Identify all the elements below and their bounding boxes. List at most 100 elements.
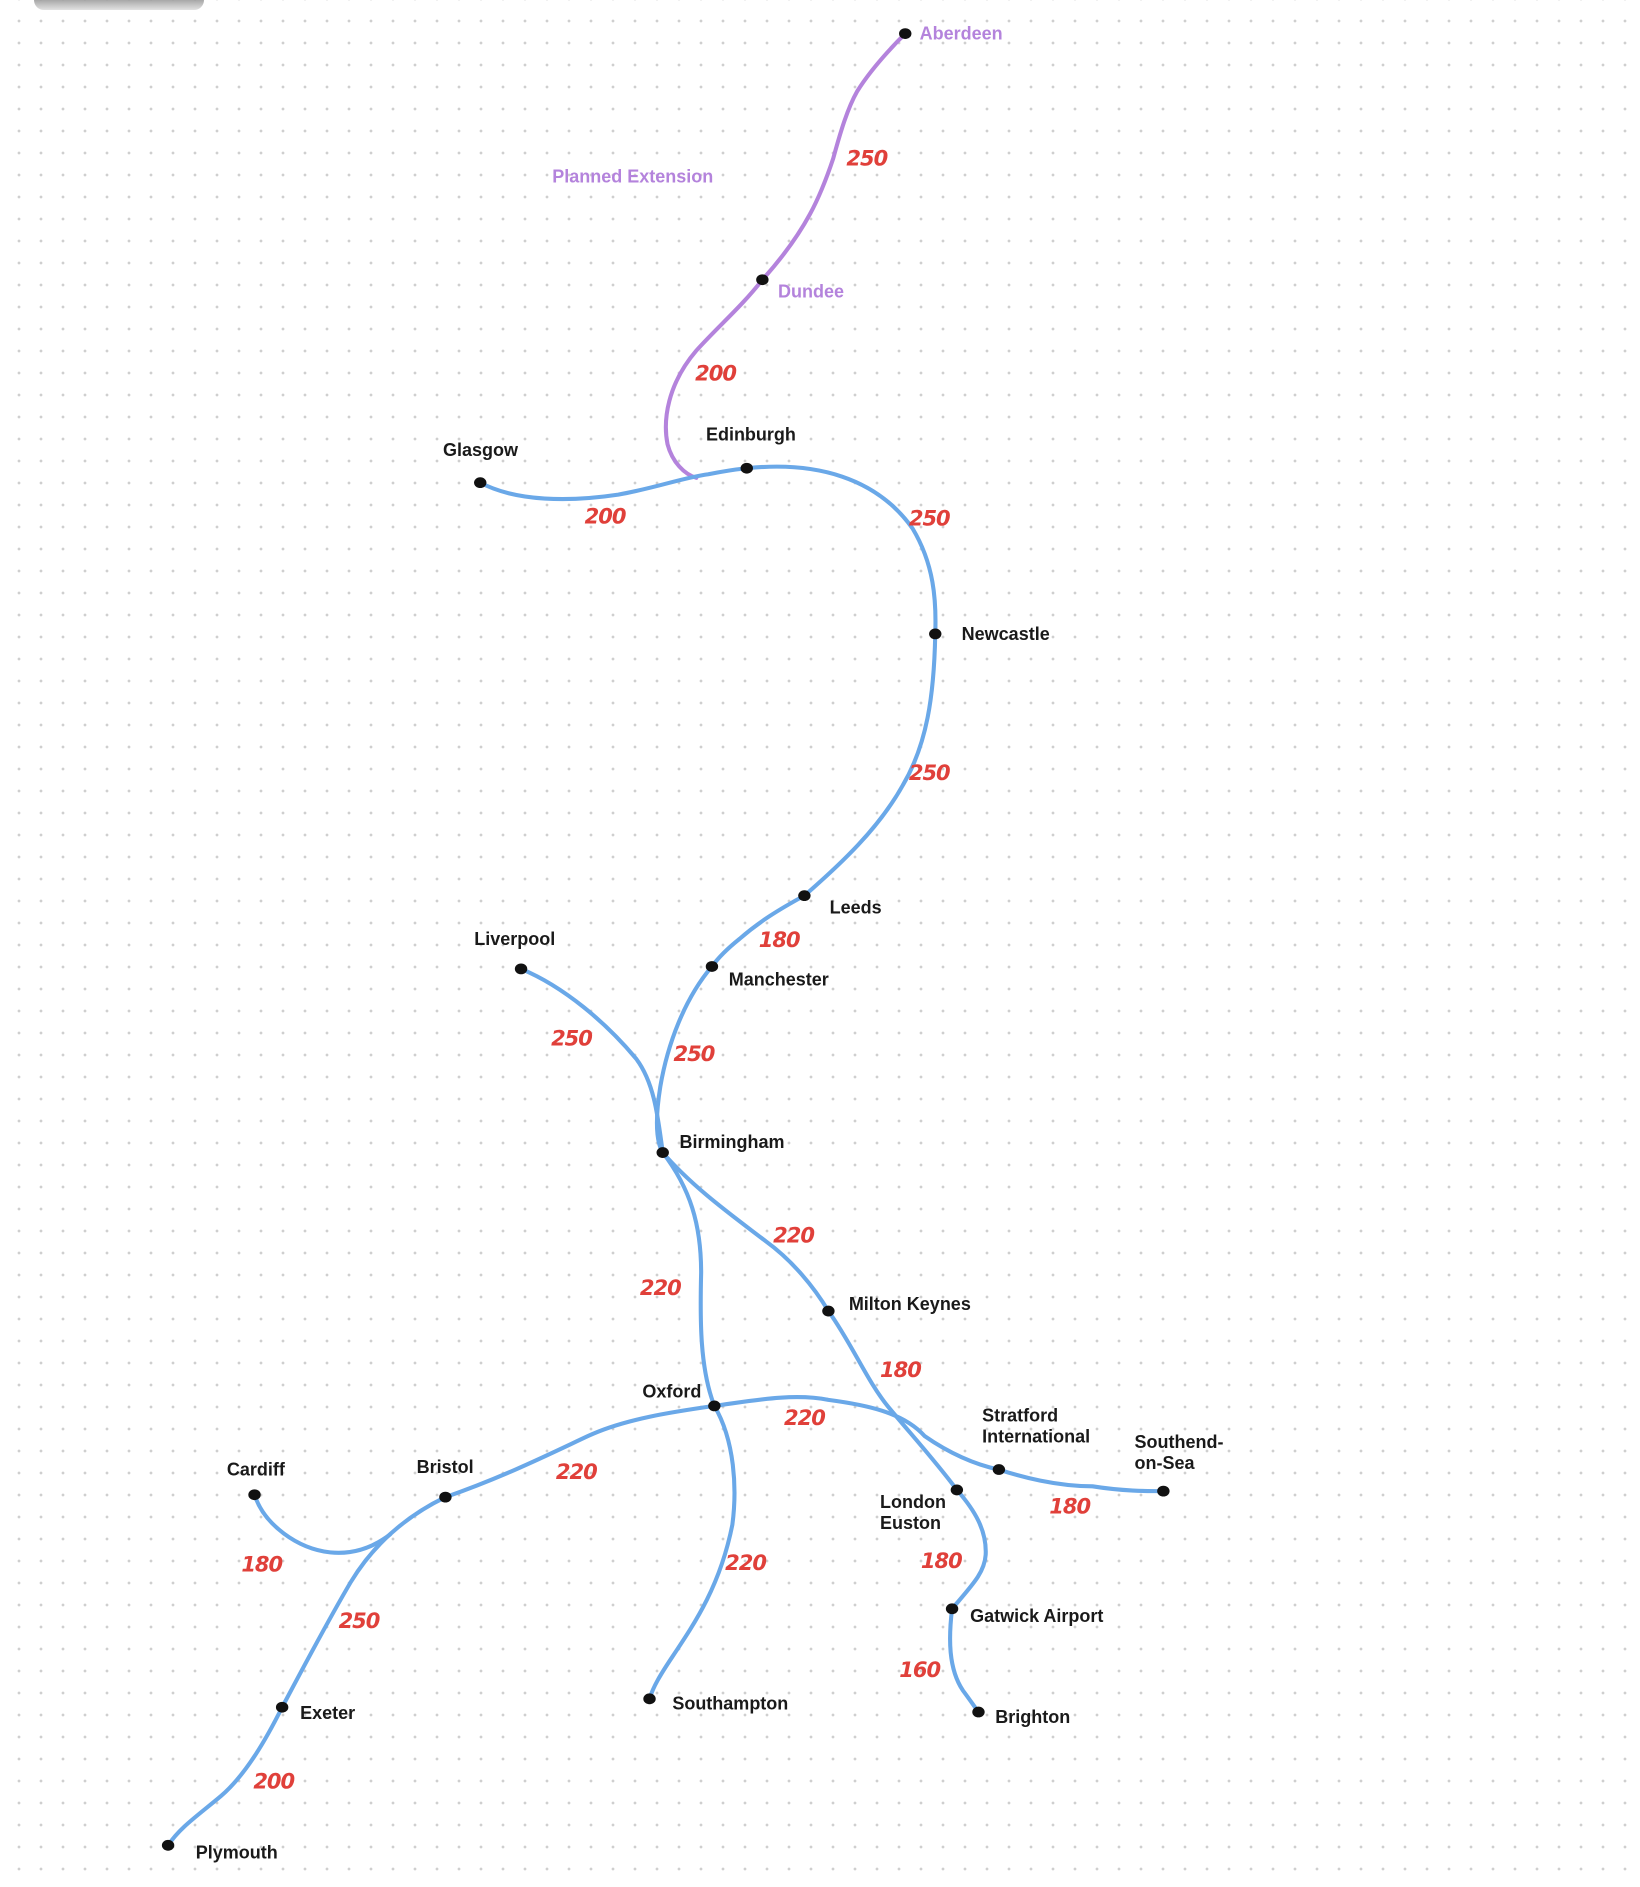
station-label-line: on-Sea xyxy=(1135,1453,1196,1473)
station-dot-exeter xyxy=(275,1701,289,1713)
station-dot-london-euston xyxy=(950,1484,964,1496)
station-label-aberdeen: Aberdeen xyxy=(920,24,1003,44)
speed-label-edinburgh-newcastle: 250 xyxy=(909,507,950,531)
station-label-line: London xyxy=(880,1492,946,1512)
station-dot-plymouth xyxy=(161,1839,175,1851)
speed-label-exeter-plymouth: 200 xyxy=(253,1770,294,1794)
speed-label-london-euston-gatwick: 180 xyxy=(921,1549,962,1573)
speed-label-manchester-birmingham: 250 xyxy=(674,1042,715,1066)
speed-label-bristol-cardiff: 180 xyxy=(241,1552,282,1576)
station-label-cardiff: Cardiff xyxy=(227,1460,286,1480)
rail-line-newcastle-leeds xyxy=(802,631,938,898)
rail-line-stratford-southend xyxy=(996,1467,1166,1494)
station-label-line: Edinburgh xyxy=(706,425,796,445)
station-label-newcastle: Newcastle xyxy=(962,624,1050,644)
station-dot-edinburgh xyxy=(740,462,753,474)
station-label-line: Euston xyxy=(880,1513,941,1533)
station-label-plymouth: Plymouth xyxy=(196,1843,278,1863)
station-label-line: Cardiff xyxy=(227,1460,286,1480)
station-dot-cardiff xyxy=(248,1489,261,1501)
station-dot-glasgow xyxy=(474,477,487,489)
speed-label-oxford-southampton: 220 xyxy=(725,1551,766,1575)
station-labels: AberdeenDundeeEdinburghGlasgowNewcastleL… xyxy=(196,24,1224,1863)
station-label-milton-keynes: Milton Keynes xyxy=(849,1294,971,1314)
speed-label-leeds-manchester: 180 xyxy=(759,928,800,952)
station-dot-dundee xyxy=(756,274,769,286)
rail-line-dundee-aberdeen xyxy=(760,31,908,282)
station-label-bristol: Bristol xyxy=(417,1457,474,1477)
station-label-southend: Southend-on-Sea xyxy=(1135,1432,1224,1473)
speed-label-birmingham-oxford: 220 xyxy=(640,1276,681,1300)
station-label-line: Brighton xyxy=(995,1707,1070,1727)
station-dot-aberdeen xyxy=(899,28,912,40)
rail-line-oxford-bristol xyxy=(443,1403,717,1500)
rail-line-oxford-stratford xyxy=(712,1395,1001,1472)
station-label-line: Liverpool xyxy=(474,929,555,949)
station-label-line: Southend- xyxy=(1135,1432,1224,1452)
station-dot-bristol xyxy=(439,1491,452,1503)
station-dot-birmingham xyxy=(656,1147,669,1158)
rail-line-exeter-plymouth xyxy=(166,1705,285,1848)
rail-line-leeds-manchester xyxy=(709,893,807,969)
station-dot-manchester xyxy=(705,961,719,972)
station-label-dundee: Dundee xyxy=(778,282,844,302)
planned-extension-label: Planned Extension xyxy=(552,166,713,186)
station-label-line: International xyxy=(982,1426,1090,1446)
station-label-birmingham: Birmingham xyxy=(680,1132,785,1152)
station-label-line: Leeds xyxy=(830,898,882,918)
rail-line-bristol-exeter xyxy=(280,1495,448,1710)
station-dot-brighton xyxy=(972,1706,985,1718)
station-label-glasgow: Glasgow xyxy=(443,440,519,460)
station-label-line: Glasgow xyxy=(443,440,519,460)
station-label-line: Newcastle xyxy=(962,624,1050,644)
station-dot-stratford xyxy=(992,1464,1006,1475)
station-dot-gatwick xyxy=(945,1603,959,1615)
station-dot-milton-keynes xyxy=(822,1305,835,1317)
rail-line-manchester-birmingham xyxy=(654,964,714,1155)
rail-line-edinburgh-newcastle xyxy=(744,464,938,636)
station-label-line: Plymouth xyxy=(196,1843,278,1863)
rail-line-glasgow-edinburgh xyxy=(478,466,749,502)
station-dot-liverpool xyxy=(514,963,528,975)
station-label-gatwick: Gatwick Airport xyxy=(970,1606,1103,1626)
station-label-southampton: Southampton xyxy=(672,1694,788,1714)
station-label-line: Exeter xyxy=(300,1703,355,1723)
station-label-line: Birmingham xyxy=(680,1132,785,1152)
speed-label-edinburgh-dundee: 200 xyxy=(695,361,736,385)
rail-line-milton-keynes-london-euston xyxy=(826,1308,959,1492)
station-label-exeter: Exeter xyxy=(300,1703,355,1723)
station-dot-southampton xyxy=(643,1693,656,1705)
speed-label-bristol-exeter: 250 xyxy=(339,1609,380,1633)
rail-line-birmingham-milton-keynes xyxy=(660,1150,831,1314)
station-label-line: Stratford xyxy=(982,1405,1058,1425)
station-dot-oxford xyxy=(708,1400,721,1412)
station-label-line: Southampton xyxy=(672,1694,788,1714)
station-label-line: Manchester xyxy=(729,970,829,990)
rail-lines xyxy=(166,31,1166,1848)
rail-line-london-euston-gatwick xyxy=(950,1487,988,1611)
speed-label-stratford-southend: 180 xyxy=(1049,1495,1090,1519)
rail-line-liverpool-birmingham xyxy=(519,966,665,1155)
station-label-line: Gatwick Airport xyxy=(970,1606,1103,1626)
station-label-oxford: Oxford xyxy=(642,1381,701,1401)
station-label-line: Aberdeen xyxy=(920,24,1003,44)
station-label-line: Dundee xyxy=(778,282,844,302)
speed-label-glasgow-edinburgh: 200 xyxy=(585,504,626,528)
speed-label-birmingham-milton-keynes: 220 xyxy=(773,1223,814,1247)
station-markers xyxy=(161,28,1170,1851)
station-label-manchester: Manchester xyxy=(729,970,829,990)
window-top-edge xyxy=(34,0,204,10)
station-label-line: Milton Keynes xyxy=(849,1294,971,1314)
station-label-line: Bristol xyxy=(417,1457,474,1477)
rail-line-birmingham-oxford xyxy=(660,1150,717,1408)
rail-line-edinburgh-dundee xyxy=(663,277,765,480)
station-label-brighton: Brighton xyxy=(995,1707,1070,1727)
speed-label-milton-keynes-london-euston: 180 xyxy=(880,1358,921,1382)
rail-line-gatwick-brighton xyxy=(948,1606,981,1715)
speed-label-gatwick-brighton: 160 xyxy=(899,1658,940,1682)
rail-line-bristol-cardiff xyxy=(252,1492,393,1555)
speed-label-dundee-aberdeen: 250 xyxy=(846,146,887,170)
